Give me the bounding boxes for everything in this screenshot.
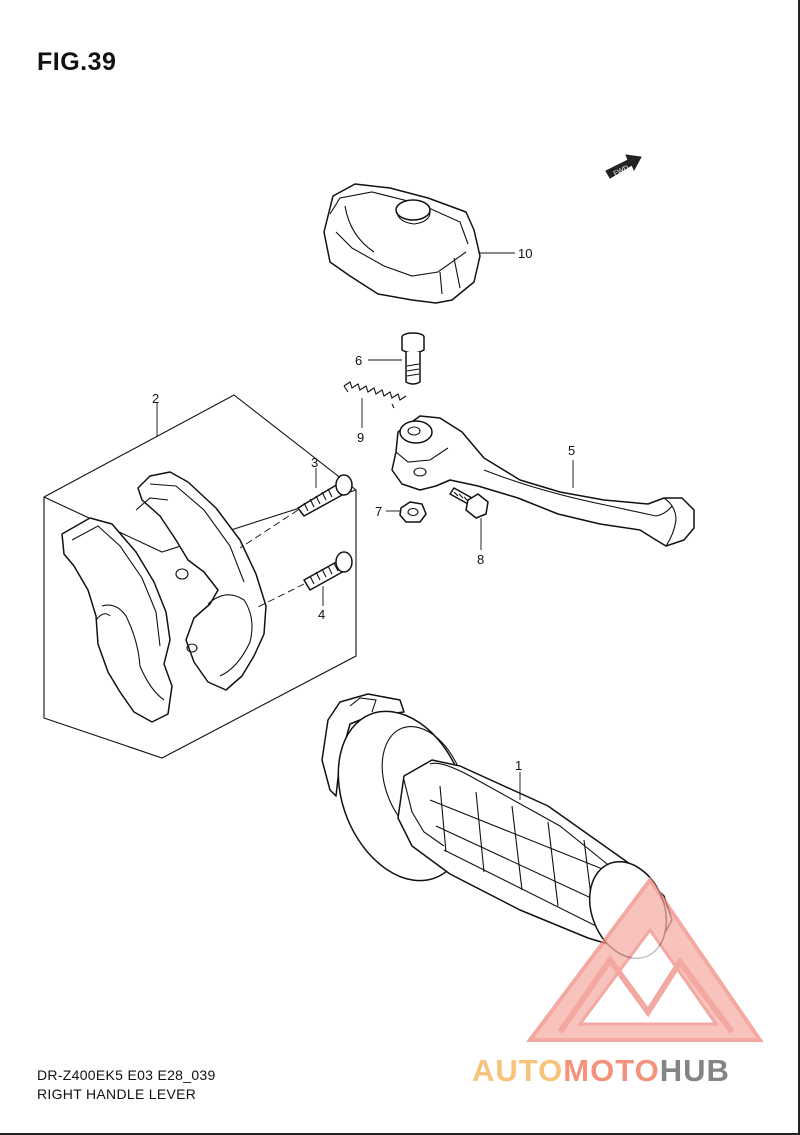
part-2-rear-clamp [135,471,267,691]
part-10-lever-cover [323,183,481,304]
callout-1: 1 [515,758,522,773]
callout-8: 8 [477,552,484,567]
callout-2: 2 [152,391,159,406]
fwd-arrow-icon: FWD [605,154,642,179]
callout-9: 9 [357,430,364,445]
watermark-part-auto: AUTO [472,1053,564,1088]
model-code: DR-Z400EK5 E03 E28_039 [37,1067,216,1083]
part-6-pivot-bolt [401,332,425,385]
watermark-part-hub: HUB [659,1053,730,1088]
part-3-clamp-screw [297,474,353,517]
part-4-clamp-screw [303,551,353,591]
part-2-front-clamp [61,517,173,723]
callout-5: 5 [568,443,575,458]
figure-name: RIGHT HANDLE LEVER [37,1086,197,1102]
callout-3: 3 [311,455,318,470]
part-2-holder-box [43,394,357,759]
figure-title: FIG.39 [37,48,117,76]
callout-10: 10 [518,246,532,261]
part-5-brake-lever [391,415,695,547]
part-8-adjuster-bolt [449,487,489,519]
callout-7: 7 [375,504,382,519]
watermark-wordmark: AUTOMOTOHUB [472,1053,730,1089]
part-9-spring [343,381,407,409]
watermark-part-moto: MOTO [563,1053,660,1088]
callout-4: 4 [318,607,325,622]
callout-6: 6 [355,353,362,368]
automotohub-logo-icon [526,876,764,1042]
part-7-nut [399,501,427,523]
